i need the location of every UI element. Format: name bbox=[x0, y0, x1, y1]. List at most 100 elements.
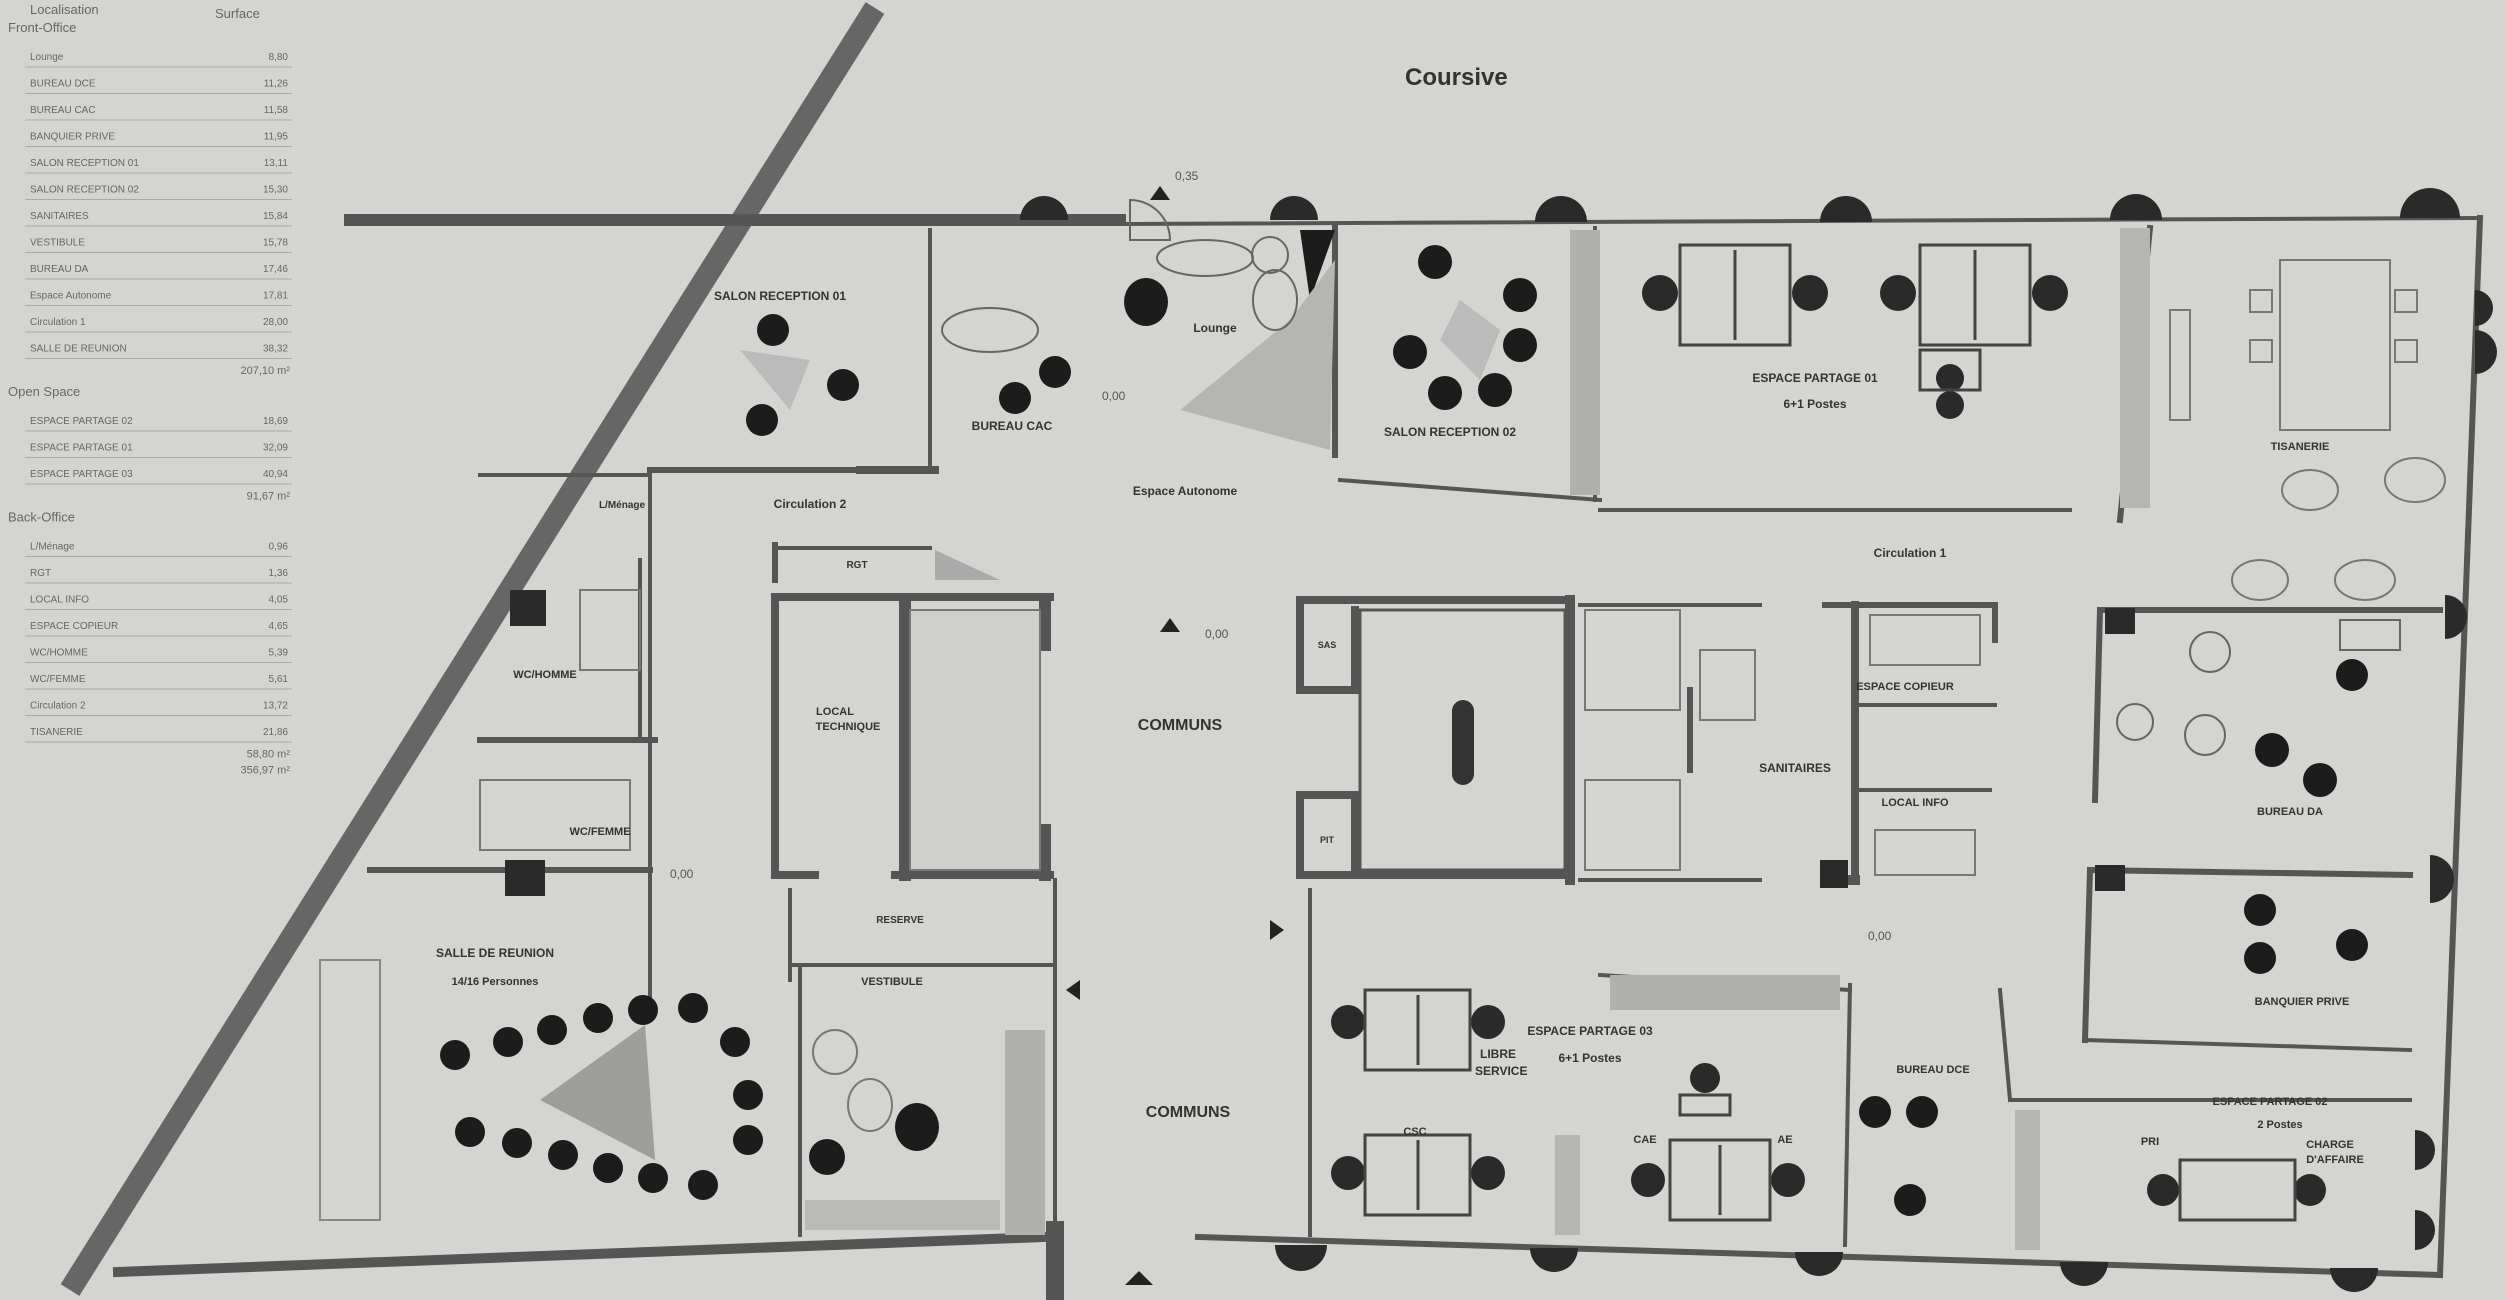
table-row-value: 11,58 bbox=[264, 105, 289, 116]
table-row-label: ESPACE COPIEUR bbox=[30, 621, 118, 632]
table-section-title: Back-Office bbox=[8, 510, 75, 525]
table-header-surface: Surface bbox=[215, 6, 260, 21]
table-row-value: 17,81 bbox=[263, 291, 288, 302]
label-pit: PIT bbox=[1320, 835, 1335, 845]
label-espace-partage-02: ESPACE PARTAGE 02 bbox=[2213, 1096, 2328, 1108]
label-cae: CAE bbox=[1633, 1134, 1656, 1146]
label-espace-partage-03: ESPACE PARTAGE 03 bbox=[1527, 1024, 1653, 1038]
level-marks: 0,35 0,00 0,00 0,00 0,00 bbox=[670, 169, 1892, 1285]
label-salle-de-reunion-sub: 14/16 Personnes bbox=[452, 976, 539, 988]
meeting-chair bbox=[548, 1140, 578, 1170]
table-row-value: 8,80 bbox=[269, 52, 289, 63]
table-row-value: 18,69 bbox=[263, 416, 288, 427]
meeting-chair bbox=[688, 1170, 718, 1200]
meeting-chair bbox=[583, 1003, 613, 1033]
label-libre-service-2: SERVICE bbox=[1475, 1064, 1527, 1078]
table-row-label: LOCAL INFO bbox=[30, 595, 89, 606]
table-row-value: 38,32 bbox=[263, 344, 288, 355]
label-local-info: LOCAL INFO bbox=[1881, 797, 1948, 809]
meeting-chair bbox=[537, 1015, 567, 1045]
label-charge-affaire-2: D'AFFAIRE bbox=[2306, 1154, 2364, 1166]
label-local-technique-1: LOCAL bbox=[816, 706, 854, 718]
table-row-value: 15,78 bbox=[263, 238, 288, 249]
label-salon-reception-02: SALON RECEPTION 02 bbox=[1384, 425, 1516, 439]
table-row-value: 15,30 bbox=[263, 185, 288, 196]
level-right: 0,00 bbox=[1868, 929, 1892, 943]
label-vestibule: VESTIBULE bbox=[861, 976, 923, 988]
table-row-label: Circulation 2 bbox=[30, 701, 86, 712]
table-row-label: SALLE DE REUNION bbox=[30, 344, 127, 355]
table-row-label: BUREAU CAC bbox=[30, 105, 96, 116]
label-libre-service-1: LIBRE bbox=[1480, 1047, 1516, 1061]
structural-columns bbox=[505, 188, 2497, 1292]
table-row-label: L/Ménage bbox=[30, 542, 75, 553]
label-bureau-cac: BUREAU CAC bbox=[972, 419, 1053, 433]
label-wc-homme: WC/HOMME bbox=[513, 669, 577, 681]
table-row-label: BUREAU DCE bbox=[30, 79, 96, 90]
table-section-title: Front-Office bbox=[8, 20, 76, 35]
salon-01-armchairs bbox=[740, 314, 859, 436]
table-row-label: BANQUIER PRIVE bbox=[30, 132, 115, 143]
table-row-value: 5,61 bbox=[269, 674, 289, 685]
label-pri: PRI bbox=[2141, 1136, 2159, 1148]
table-row-label: Espace Autonome bbox=[30, 291, 112, 302]
table-row-value: 5,39 bbox=[269, 648, 289, 659]
table-row-value: 11,95 bbox=[264, 132, 289, 143]
table-section-total: 58,80 m² bbox=[247, 749, 291, 761]
label-local-technique-2: TECHNIQUE bbox=[816, 721, 881, 733]
label-espace-partage-03-sub: 6+1 Postes bbox=[1558, 1051, 1621, 1065]
table-row-label: TISANERIE bbox=[30, 727, 83, 738]
table-row-value: 13,11 bbox=[264, 158, 289, 169]
meeting-chair bbox=[493, 1027, 523, 1057]
table-row-label: SALON RECEPTION 02 bbox=[30, 185, 139, 196]
label-banquier-prive: BANQUIER PRIVE bbox=[2255, 996, 2350, 1008]
label-espace-autonome: Espace Autonome bbox=[1133, 484, 1238, 498]
table-row-label: ESPACE PARTAGE 01 bbox=[30, 443, 133, 454]
label-espace-partage-01-sub: 6+1 Postes bbox=[1783, 397, 1846, 411]
label-salon-reception-01: SALON RECEPTION 01 bbox=[714, 289, 846, 303]
table-header-location: Localisation bbox=[30, 2, 99, 17]
table-row-label: RGT bbox=[30, 568, 51, 579]
label-communs-top: COMMUNS bbox=[1138, 717, 1223, 734]
label-salle-de-reunion: SALLE DE REUNION bbox=[436, 946, 554, 960]
table-row-label: ESPACE PARTAGE 03 bbox=[30, 469, 133, 480]
table-row-label: WC/FEMME bbox=[30, 674, 86, 685]
level-wc: 0,00 bbox=[670, 867, 694, 881]
meeting-chair bbox=[440, 1040, 470, 1070]
level-communs: 0,00 bbox=[1205, 627, 1229, 641]
table-row-value: 21,86 bbox=[263, 727, 288, 738]
level-top-door: 0,35 bbox=[1175, 169, 1199, 183]
label-bureau-dce: BUREAU DCE bbox=[1896, 1064, 1969, 1076]
label-ae: AE bbox=[1777, 1134, 1792, 1146]
meeting-chair bbox=[733, 1080, 763, 1110]
meeting-chair bbox=[628, 995, 658, 1025]
label-sanitaires: SANITAIRES bbox=[1759, 761, 1831, 775]
meeting-chair bbox=[455, 1117, 485, 1147]
table-row-label: SANITAIRES bbox=[30, 211, 89, 222]
label-csc: CSC bbox=[1403, 1126, 1426, 1138]
label-wc-femme: WC/FEMME bbox=[569, 826, 630, 838]
table-row-value: 13,72 bbox=[263, 701, 288, 712]
table-row-value: 40,94 bbox=[263, 469, 288, 480]
label-espace-partage-01: ESPACE PARTAGE 01 bbox=[1752, 371, 1878, 385]
table-grand-total: 356,97 m² bbox=[240, 765, 290, 777]
table-row-value: 1,36 bbox=[269, 568, 289, 579]
table-row-value: 28,00 bbox=[263, 317, 288, 328]
label-l-menage: L/Ménage bbox=[599, 500, 646, 511]
label-espace-partage-02-sub: 2 Postes bbox=[2257, 1119, 2302, 1131]
table-section-total: 91,67 m² bbox=[247, 491, 291, 503]
table-row-value: 15,84 bbox=[263, 211, 288, 222]
meeting-chair bbox=[733, 1125, 763, 1155]
table-row-value: 0,96 bbox=[269, 542, 289, 553]
table-row-value: 32,09 bbox=[263, 443, 288, 454]
label-bureau-da: BUREAU DA bbox=[2257, 806, 2323, 818]
table-section-total: 207,10 m² bbox=[240, 365, 290, 377]
label-charge-affaire-1: CHARGE bbox=[2306, 1139, 2354, 1151]
table-row-label: SALON RECEPTION 01 bbox=[30, 158, 139, 169]
label-tisanerie: TISANERIE bbox=[2271, 441, 2330, 453]
meeting-chair bbox=[502, 1128, 532, 1158]
label-circulation-2: Circulation 2 bbox=[774, 497, 847, 511]
